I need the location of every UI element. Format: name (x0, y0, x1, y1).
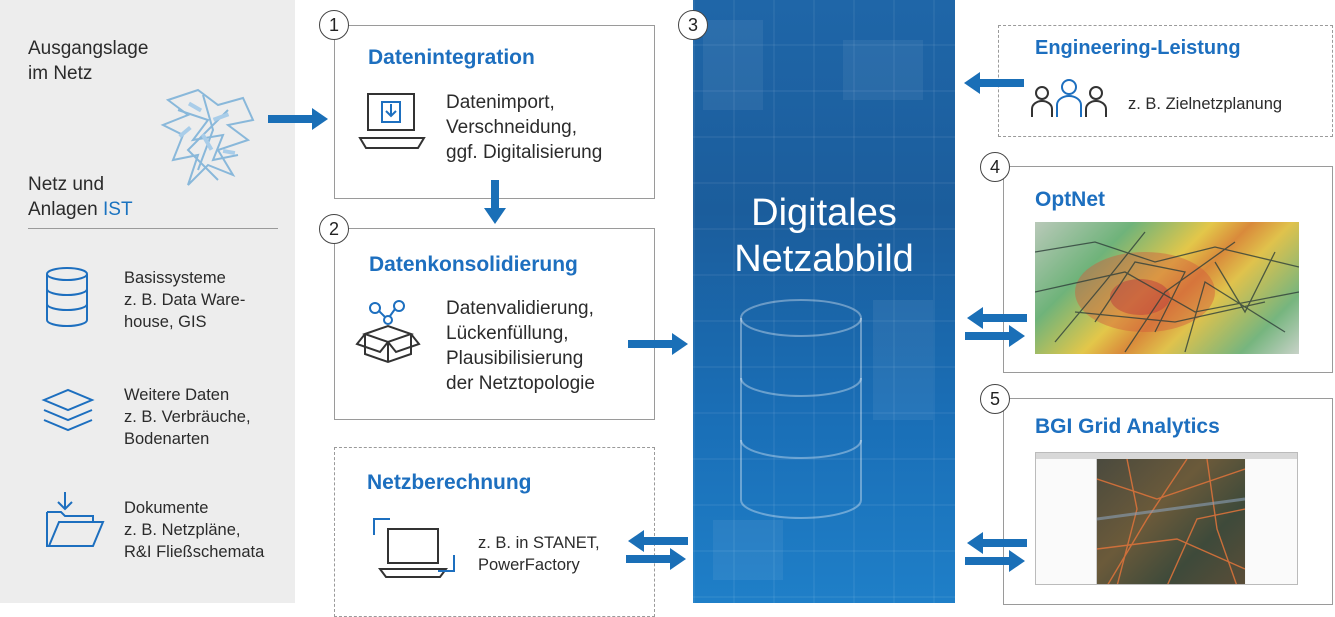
arrow-bidirectional-optnet (965, 305, 1027, 349)
engineering-text: z. B. Zielnetzplanung (1128, 95, 1283, 113)
list-item-dokumente: Dokumente z. B. Netzpläne, R&I Fließsche… (124, 499, 265, 561)
arrow-right-1 (268, 106, 330, 132)
digitales-netzabbild-panel (693, 0, 955, 603)
left-divider (28, 228, 278, 229)
arrow-bidirectional-netz (626, 528, 688, 572)
laptop-download-icon (358, 90, 426, 154)
layers-icon (40, 388, 96, 436)
box-network-icon (355, 300, 421, 366)
center-decoration (693, 0, 955, 603)
arrow-right-2 (628, 331, 690, 357)
engineering-box (998, 25, 1333, 137)
netz-ist-label: Netz und Anlagen IST (28, 174, 133, 220)
left-title: Ausgangslage im Netz (28, 38, 149, 84)
step-title-netzberechnung: Netzberechnung (367, 471, 532, 494)
ist-label: IST (103, 199, 133, 220)
network-scribble-image (158, 80, 258, 195)
folder-import-icon (45, 492, 105, 550)
step-badge-2: 2 (319, 214, 349, 244)
arrow-down (482, 180, 508, 226)
step-badge-1: 1 (319, 10, 349, 40)
step-text-netzberechnung: z. B. in STANET, PowerFactory (478, 534, 600, 574)
database-icon (45, 266, 89, 328)
center-title: Digitales Netzabbild (734, 192, 914, 280)
arrow-left-engineering (962, 70, 1024, 96)
laptop-icon (370, 515, 460, 579)
step-badge-3: 3 (678, 10, 708, 40)
step-badge-5: 5 (980, 384, 1010, 414)
step-badge-4: 4 (980, 152, 1010, 182)
team-icon (1030, 77, 1108, 121)
list-item-basissysteme: Basissysteme z. B. Data Ware- house, GIS (124, 269, 246, 331)
step-title-datenintegration: Datenintegration (368, 46, 535, 69)
engineering-title: Engineering-Leistung (1035, 37, 1241, 59)
bgi-title: BGI Grid Analytics (1035, 415, 1220, 438)
left-panel (0, 0, 295, 603)
step-text-datenintegration: Datenimport, Verschneidung, ggf. Digital… (446, 92, 603, 163)
arrow-bidirectional-bgi (965, 530, 1027, 574)
optnet-heatmap-image (1035, 222, 1299, 354)
step-text-datenkonsolidierung: Datenvalidierung, Lückenfüllung, Plausib… (446, 298, 595, 394)
step-title-datenkonsolidierung: Datenkonsolidierung (369, 253, 578, 276)
optnet-title: OptNet (1035, 188, 1105, 211)
bgi-screenshot-image (1035, 452, 1298, 585)
list-item-weitere-daten: Weitere Daten z. B. Verbräuche, Bodenart… (124, 386, 251, 448)
